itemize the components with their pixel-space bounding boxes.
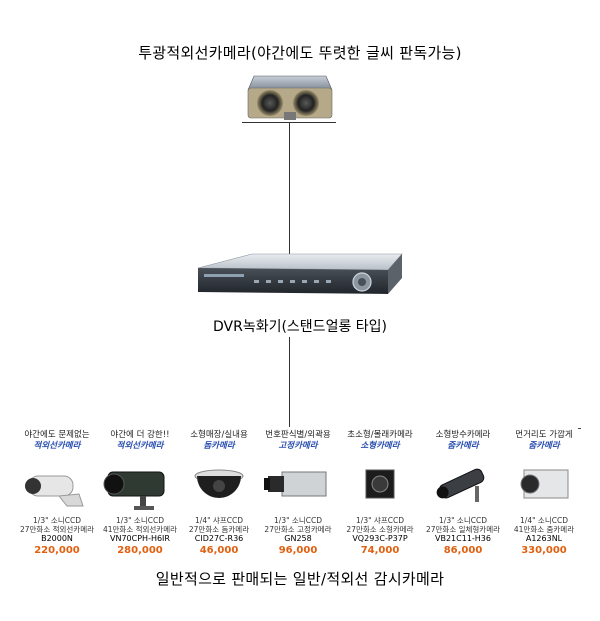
camera-model: VB21C11-H36 <box>421 534 505 544</box>
camera-spec-sensor: 1/3" 샤프CCD <box>338 516 422 525</box>
camera-spec-sensor: 1/4" 소니CCD <box>502 516 586 525</box>
edge-tick <box>578 428 581 429</box>
camera-product-5[interactable]: 초소형/몰래카메라 소형카메라 1/3" 샤프CCD 27만화소 소형카메라 V… <box>338 430 422 557</box>
connection-line-top <box>289 123 290 255</box>
camera-model: CID27C-R36 <box>177 534 261 544</box>
box-camera-icon <box>256 454 340 514</box>
waterproof-camera-icon <box>421 454 505 514</box>
general-camera-title: 일반적으로 판매되는 일반/적외선 감시카메라 <box>0 568 600 589</box>
camera-desc: 먼거리도 가깝게 <box>502 430 586 441</box>
camera-model: A1263NL <box>502 534 586 544</box>
ir-housing-camera-icon <box>98 454 182 514</box>
camera-product-7[interactable]: 먼거리도 가깝게 줌카메라 1/4" 소니CCD 41만화소 줌카메라 A126… <box>502 430 586 557</box>
camera-spec-detail: 41만화소 줌카메라 <box>502 525 586 534</box>
camera-product-4[interactable]: 번호판식별/외곽용 고정카메라 1/3" 소니CCD 27만화소 고정카메라 G… <box>256 430 340 557</box>
camera-desc: 초소형/몰래카메라 <box>338 430 422 441</box>
camera-spec-detail: 27만화소 돔카메라 <box>177 525 261 534</box>
camera-type: 적외선카메라 <box>15 441 99 452</box>
camera-type: 소형카메라 <box>338 441 422 452</box>
camera-price: 46,000 <box>177 544 261 557</box>
dvr-title: DVR녹화기(스탠드얼롱 타입) <box>0 316 600 336</box>
camera-spec-detail: 41만화소 적외선카메라 <box>98 525 182 534</box>
camera-price: 86,000 <box>421 544 505 557</box>
camera-price: 330,000 <box>502 544 586 557</box>
camera-spec-sensor: 1/3" 소니CCD <box>98 516 182 525</box>
camera-product-3[interactable]: 소형매장/실내용 돔카메라 1/4" 샤프CCD 27만화소 돔카메라 CID2… <box>177 430 261 557</box>
camera-price: 280,000 <box>98 544 182 557</box>
camera-spec-sensor: 1/3" 소니CCD <box>15 516 99 525</box>
camera-type: 줌카메라 <box>502 441 586 452</box>
camera-product-6[interactable]: 소형방수카메라 줌카메라 1/3" 소니CCD 27만화소 일체형카메라 VB2… <box>421 430 505 557</box>
camera-spec-detail: 27만화소 일체형카메라 <box>421 525 505 534</box>
dome-camera-icon <box>177 454 261 514</box>
camera-type: 고정카메라 <box>256 441 340 452</box>
ir-floodlight-camera-image <box>240 68 340 126</box>
camera-type: 적외선카메라 <box>98 441 182 452</box>
camera-desc: 야간에 더 강한!! <box>98 430 182 441</box>
connection-line-bottom <box>289 337 290 427</box>
camera-model: B2000N <box>15 534 99 544</box>
camera-desc: 번호판식별/외곽용 <box>256 430 340 441</box>
camera-model: VQ293C-P37P <box>338 534 422 544</box>
camera-desc: 소형매장/실내용 <box>177 430 261 441</box>
camera-spec-sensor: 1/3" 소니CCD <box>256 516 340 525</box>
camera-price: 74,000 <box>338 544 422 557</box>
bullet-camera-icon <box>15 454 99 514</box>
camera-spec-sensor: 1/4" 샤프CCD <box>177 516 261 525</box>
mini-camera-icon <box>338 454 422 514</box>
camera-desc: 소형방수카메라 <box>421 430 505 441</box>
camera-model: VN70CPH-H6IR <box>98 534 182 544</box>
camera-model: GN258 <box>256 534 340 544</box>
dvr-recorder-image <box>192 248 406 306</box>
camera-product-2[interactable]: 야간에 더 강한!! 적외선카메라 1/3" 소니CCD 41만화소 적외선카메… <box>98 430 182 557</box>
camera-price: 220,000 <box>15 544 99 557</box>
ir-camera-title: 투광적외선카메라(야간에도 뚜렷한 글씨 판독가능) <box>0 42 600 63</box>
camera-product-1[interactable]: 야간에도 문제없는 적외선카메라 1/3" 소니CCD 27만화소 적외선카메라… <box>15 430 99 557</box>
camera-type: 줌카메라 <box>421 441 505 452</box>
camera-price: 96,000 <box>256 544 340 557</box>
camera-spec-detail: 27만화소 고정카메라 <box>256 525 340 534</box>
camera-spec-detail: 27만화소 적외선카메라 <box>15 525 99 534</box>
zoom-camera-icon <box>502 454 586 514</box>
camera-desc: 야간에도 문제없는 <box>15 430 99 441</box>
camera-spec-sensor: 1/3" 소니CCD <box>421 516 505 525</box>
camera-type: 돔카메라 <box>177 441 261 452</box>
camera-spec-detail: 27만화소 소형카메라 <box>338 525 422 534</box>
